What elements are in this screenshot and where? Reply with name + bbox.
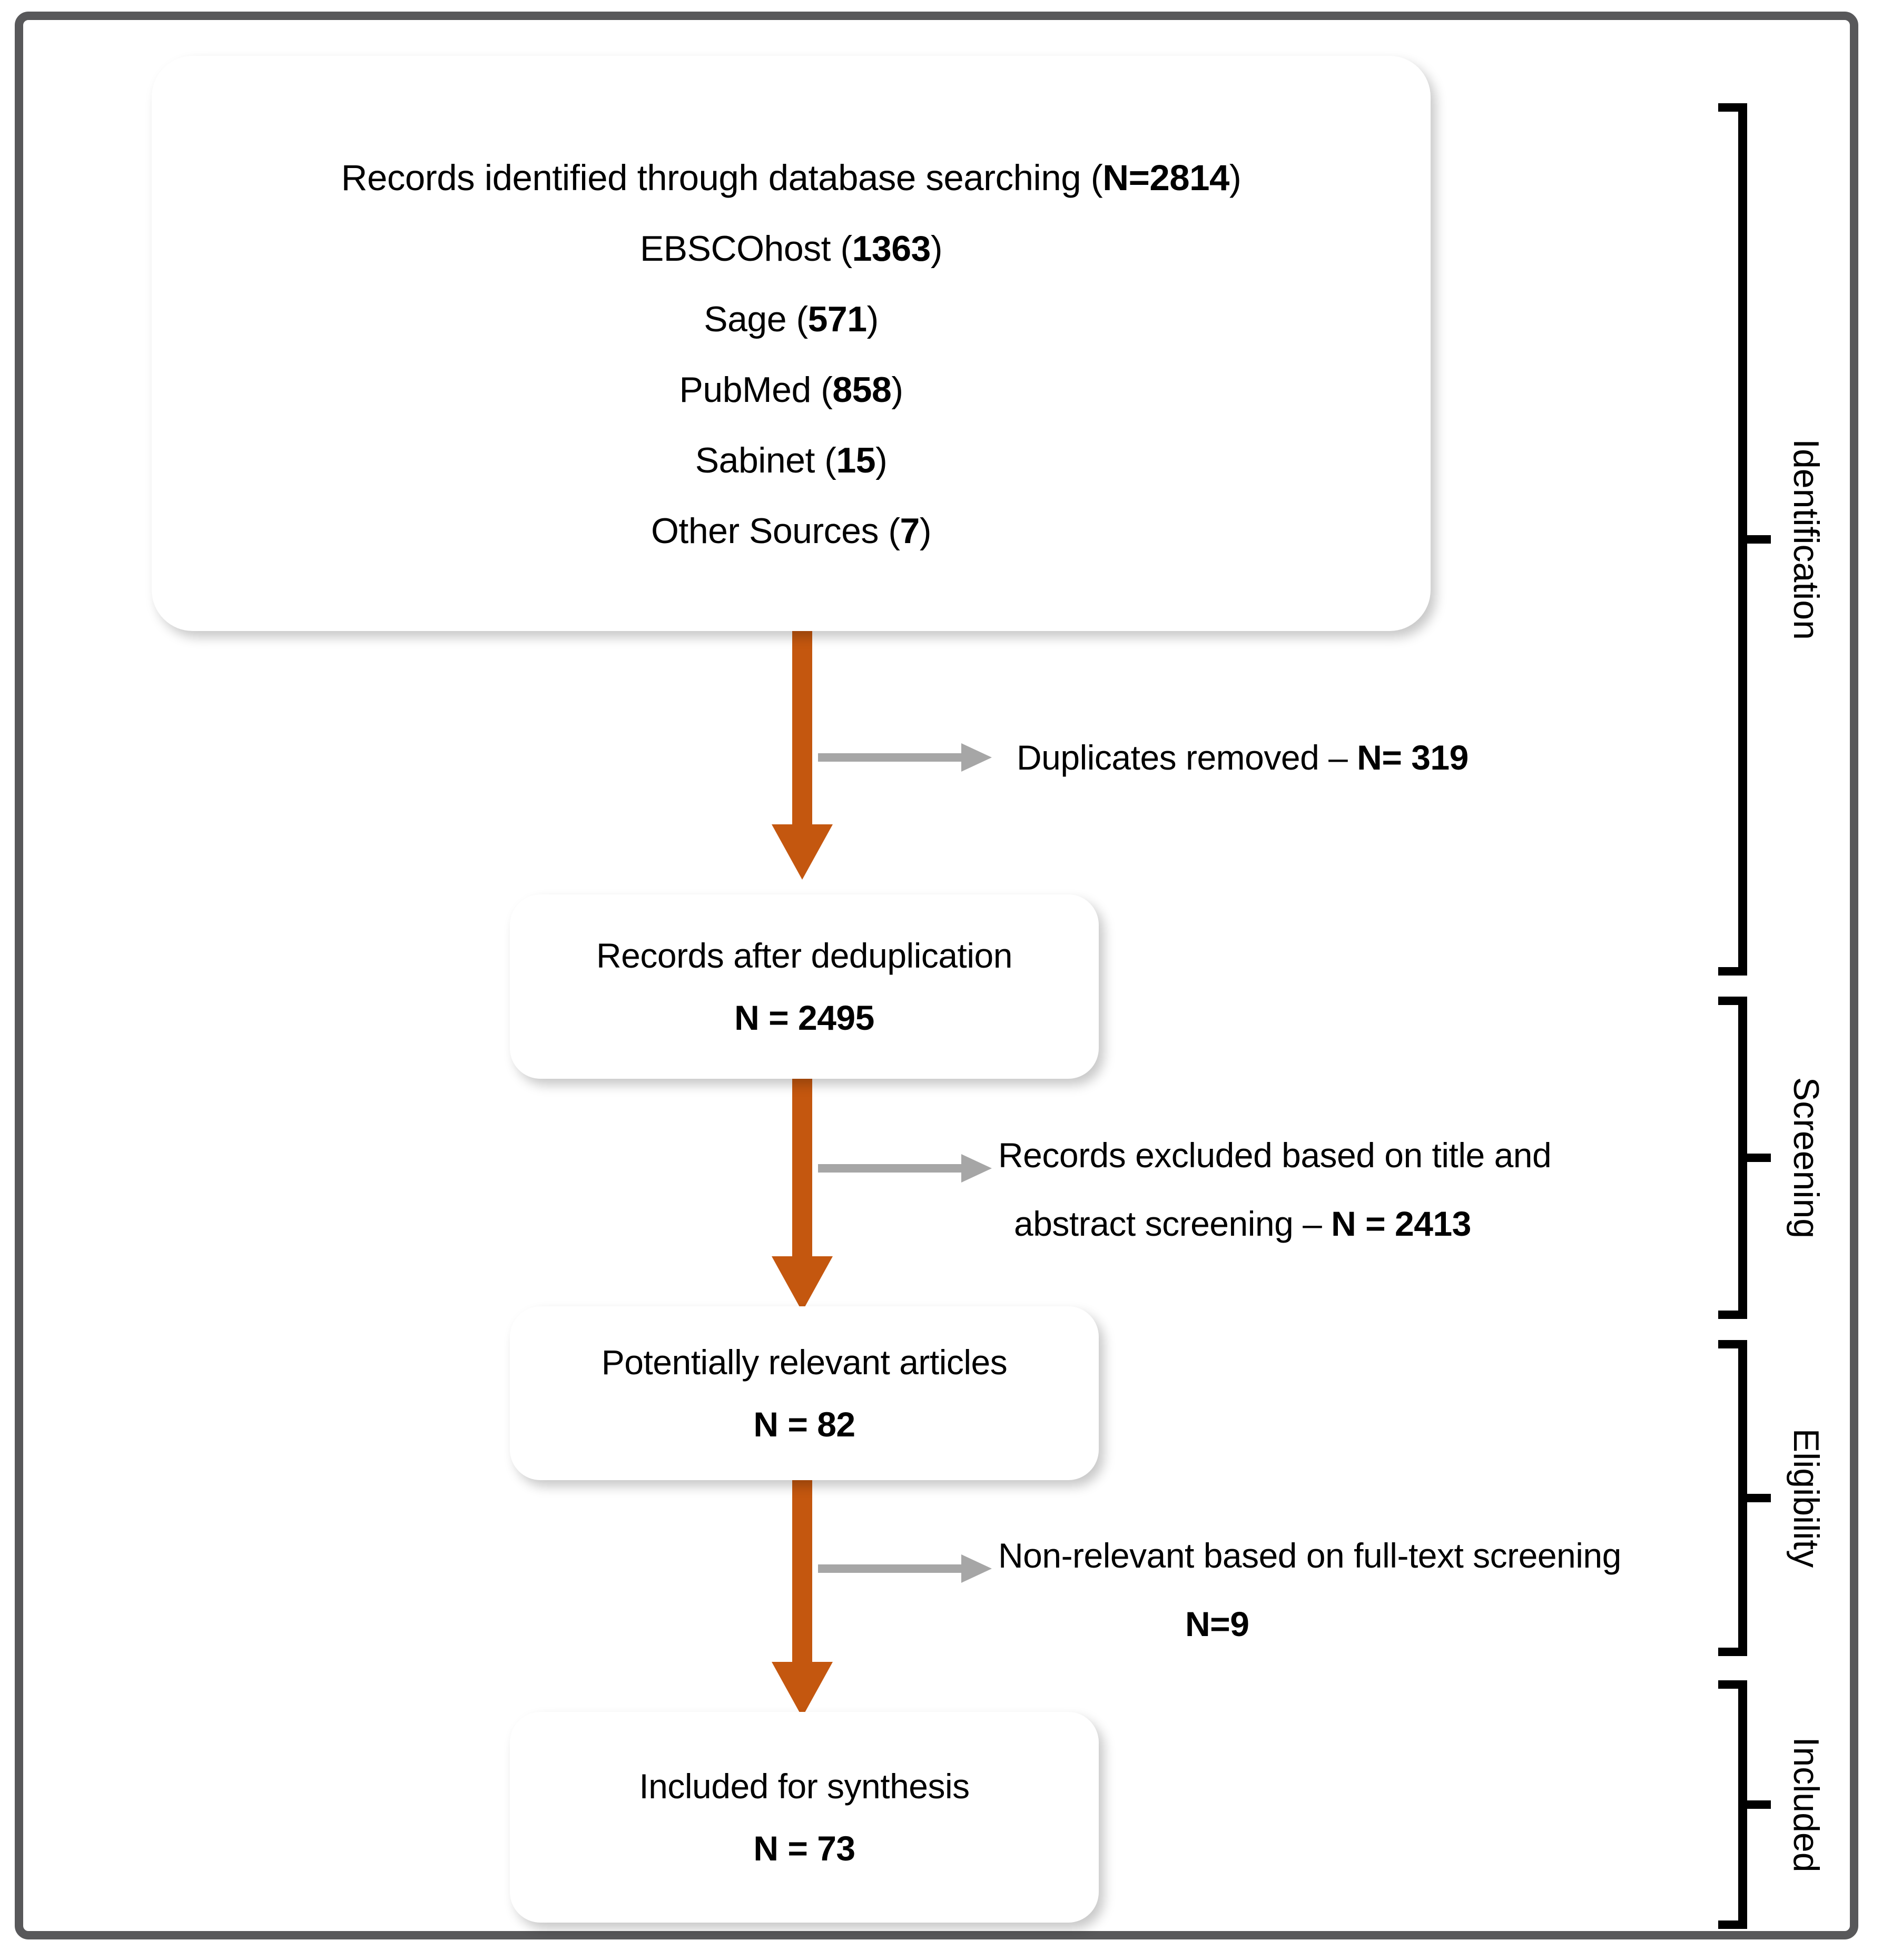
note-duplicates-text: Duplicates removed – [1017,738,1357,777]
bracket-tick [1746,1494,1771,1502]
arrow-bar [818,1164,963,1173]
arrow-tip-icon [961,1154,992,1183]
source-ebscohost-label: EBSCOhost ( [639,228,852,269]
source-sabinet: Sabinet (15) [695,440,888,480]
bracket-stem [1738,1680,1747,1929]
bracket-stem [1738,103,1747,976]
source-other-close: ) [919,510,932,551]
bracket-tick [1746,1800,1771,1809]
source-sabinet-close: ) [875,440,888,480]
stage-bracket-eligibility: Eligibility [1718,1340,1826,1656]
stage-bracket-included: Included [1718,1680,1826,1929]
stage-bracket-screening: Screening [1718,997,1826,1319]
stage-label-identification: Identification [1786,439,1826,640]
note-excluded-line2: abstract screening – N = 2413 [998,1206,1551,1241]
relevant-label: Potentially relevant articles [601,1343,1008,1382]
source-other-value: 7 [900,510,920,551]
note-duplicates-row: Duplicates removed – N= 319 [1017,740,1469,775]
included-count-value: N = 73 [753,1829,855,1868]
source-sage-label: Sage ( [704,299,808,339]
source-pubmed-label: PubMed ( [679,369,833,410]
relevant-count: N = 82 [753,1407,855,1442]
side-arrow-non-relevant [818,1554,992,1583]
box-records-after-deduplication: Records after deduplication N = 2495 [510,894,1099,1079]
side-arrow-records-excluded [818,1154,992,1183]
source-other: Other Sources (7) [651,513,931,549]
note-duplicates-removed: Duplicates removed – N= 319 [1017,740,1469,775]
stage-bracket-identification: Identification [1718,103,1826,976]
bracket-cap-top [1718,997,1742,1005]
bracket-cap-bottom [1718,1311,1742,1319]
included-label: Included for synthesis [639,1767,970,1806]
arrow-head-icon [772,1662,833,1717]
note-excluded-line2-text: abstract screening – [1014,1204,1332,1243]
bracket-cap-bottom [1718,967,1742,976]
bracket-stem [1738,1340,1747,1656]
note-nonrelevant-line1: Non-relevant based on full-text screenin… [998,1536,1621,1575]
arrow-head-icon [772,1256,833,1312]
down-arrow-identification-to-screening [752,611,852,880]
relevant-count-value: N = 82 [753,1405,855,1444]
bracket-cap-top [1718,1340,1742,1348]
note-records-excluded: Records excluded based on title and abst… [998,1136,1552,1241]
box-records-identified: Records identified through database sear… [152,56,1431,631]
note-duplicates-count: N= 319 [1357,738,1469,777]
stage-label-eligibility: Eligibility [1786,1428,1826,1568]
bracket-cap-bottom [1718,1648,1742,1656]
note-non-relevant: Non-relevant based on full-text screenin… [998,1538,1621,1641]
source-ebscohost: EBSCOhost (1363) [639,228,943,269]
arrow-bar [818,1564,963,1573]
note-nonrelevant-line2: N=9 [998,1607,1621,1641]
source-ebscohost-value: 1363 [852,228,931,269]
bracket-stem [1738,997,1747,1319]
arrow-tip-icon [961,1554,992,1583]
identified-heading-text: Records identified through database sear… [341,157,1103,198]
source-sage-value: 571 [807,299,867,339]
arrow-shaft [792,611,812,824]
arrow-bar [818,753,963,762]
included-count: N = 73 [753,1831,855,1866]
bracket-tick [1746,535,1771,544]
source-other-label: Other Sources ( [651,510,900,551]
stage-label-included: Included [1786,1737,1826,1873]
source-sage: Sage (571) [704,299,879,339]
bracket-cap-bottom [1718,1920,1742,1929]
source-pubmed-close: ) [891,369,903,410]
arrow-head-icon [772,824,833,880]
arrow-shaft [792,1475,812,1662]
source-sabinet-label: Sabinet ( [695,440,836,480]
note-excluded-line1: Records excluded based on title and [998,1136,1552,1175]
identified-heading: Records identified through database sear… [341,160,1241,196]
side-arrow-duplicates-removed [818,743,992,772]
bracket-cap-top [1718,1680,1742,1689]
source-sabinet-value: 15 [836,440,876,480]
dedup-label: Records after deduplication [596,936,1012,975]
arrow-shaft [792,1075,812,1256]
down-arrow-screening-to-eligibility [752,1075,852,1312]
note-excluded-line2-count: N = 2413 [1331,1204,1471,1243]
source-sage-close: ) [866,299,879,339]
source-ebscohost-close: ) [930,228,943,269]
bracket-cap-top [1718,103,1742,112]
note-nonrelevant-count: N=9 [1185,1604,1249,1643]
box-potentially-relevant-articles: Potentially relevant articles N = 82 [510,1306,1099,1480]
identified-heading-close: ) [1229,157,1241,198]
dedup-count-value: N = 2495 [734,998,874,1037]
dedup-count: N = 2495 [734,1000,874,1035]
source-pubmed-value: 858 [832,369,892,410]
bracket-tick [1746,1154,1771,1162]
stage-label-screening: Screening [1786,1077,1826,1239]
arrow-tip-icon [961,743,992,772]
source-pubmed: PubMed (858) [679,372,903,408]
identified-heading-value: N=2814 [1102,157,1229,198]
box-included-for-synthesis: Included for synthesis N = 73 [510,1712,1099,1923]
down-arrow-eligibility-to-included [752,1475,852,1717]
